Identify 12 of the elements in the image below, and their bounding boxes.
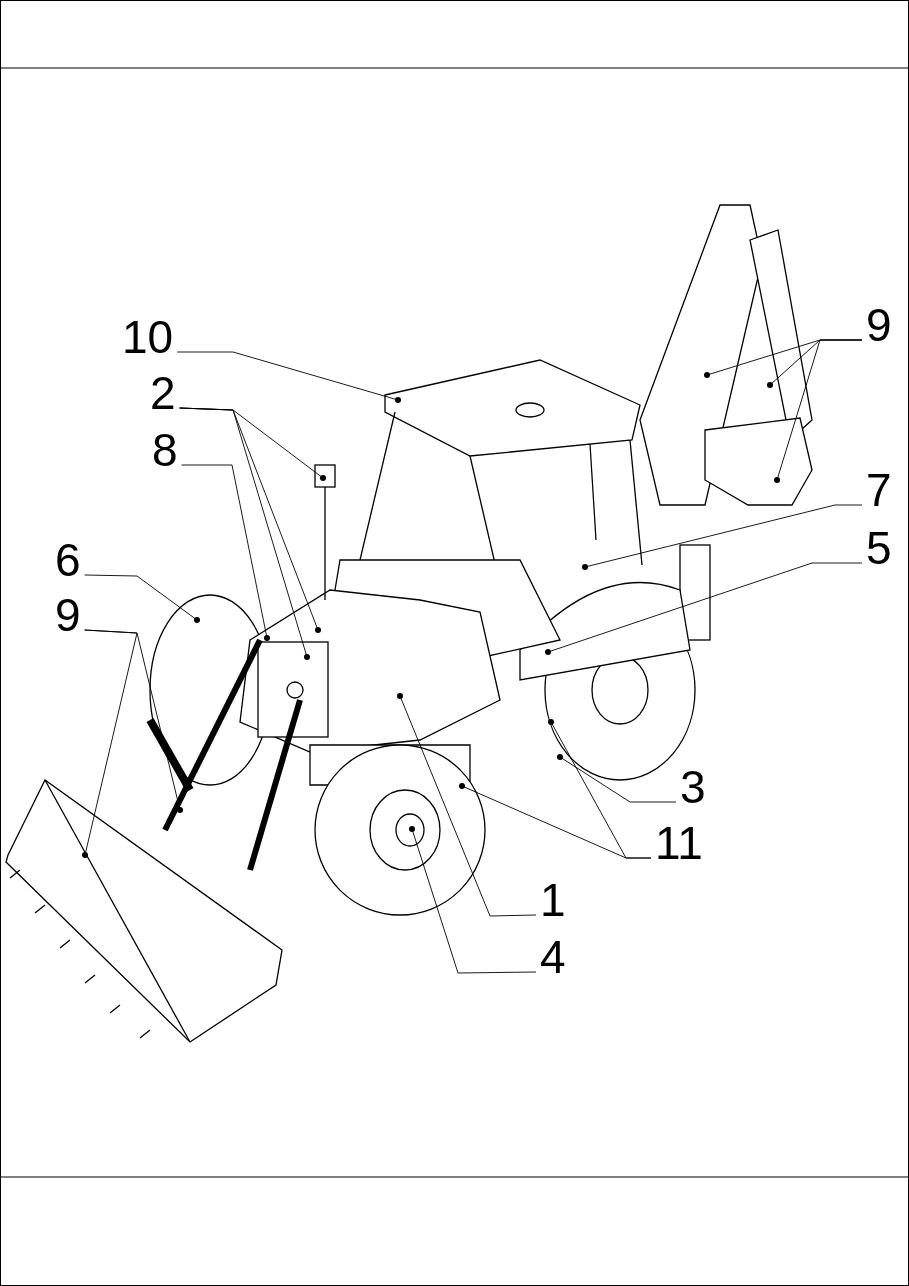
callout-number: 6 (55, 535, 81, 585)
callout-number: 9 (866, 300, 892, 350)
callout-number: 10 (122, 312, 174, 362)
callout-number: 8 (152, 425, 178, 475)
callout-number: 5 (866, 523, 892, 573)
callout-number: 2 (150, 368, 176, 418)
callout-number: 1 (540, 875, 566, 925)
callout-number: 3 (680, 762, 706, 812)
callout-number: 4 (540, 932, 566, 982)
callout-number: 9 (55, 590, 81, 640)
callout-number: 11 (655, 818, 703, 868)
callout-number: 7 (866, 465, 892, 515)
